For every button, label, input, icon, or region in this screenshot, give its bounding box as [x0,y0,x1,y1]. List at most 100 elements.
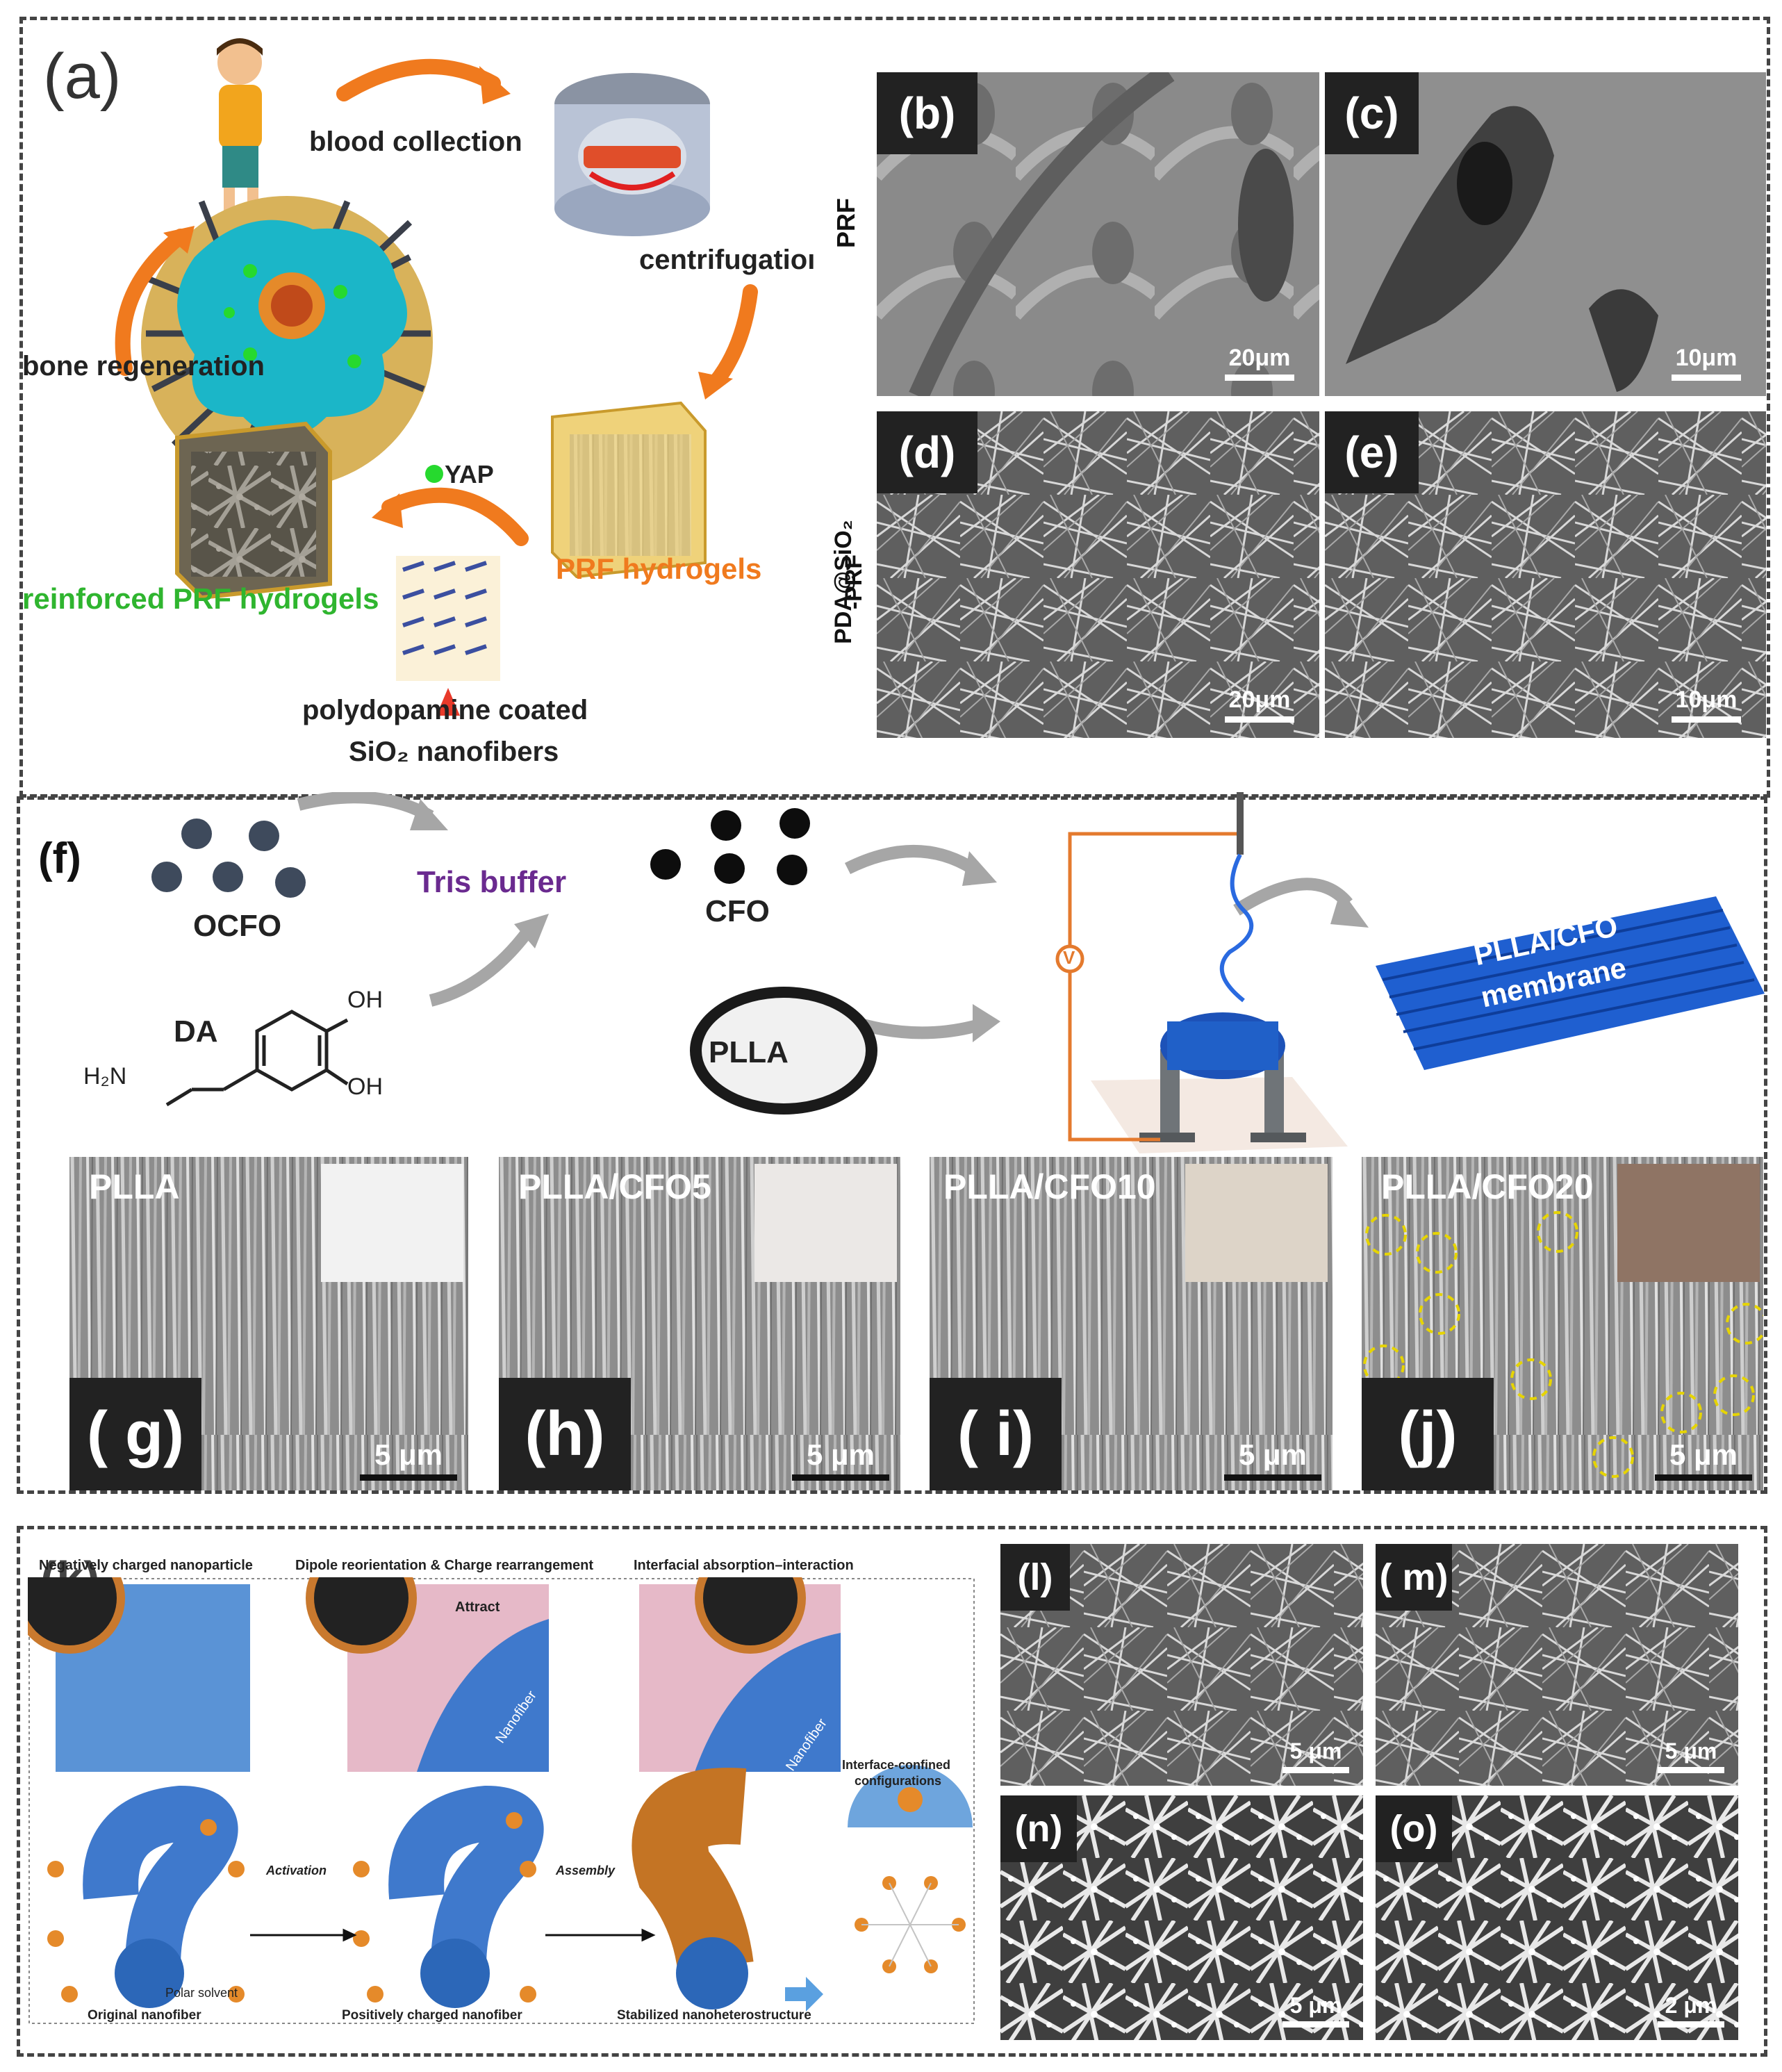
sem-image-d: (d) 20μm [877,411,1319,738]
scale-h-text: 5 μm [807,1438,875,1471]
panel-b-label: (b) [877,72,977,154]
scale-b-text: 20μm [1229,345,1291,371]
k-title-3: Interfacial absorption–interaction [634,1558,854,1574]
k-fiber-stabilized [670,1806,748,2009]
sample-name-i: PLLA/CFO10 [943,1167,1156,1207]
scale-bar-o: 2 μm [1658,1993,1724,2028]
sem-image-h: PLLA/CFO5 (h) 5 μm [499,1157,900,1490]
scale-d-text: 20μm [1229,686,1291,713]
panel-d-label: (d) [877,411,977,493]
blood-collection-label: blood collection [309,126,522,158]
k-fiber-charged [416,1814,516,2008]
row-label-prf: PRF [832,198,861,248]
scale-bar-e: 10μm [1672,686,1741,723]
sem-image-c: (c) 10μm [1325,72,1766,396]
ocfo-particles [151,819,306,898]
sample-name-h: PLLA/CFO5 [518,1167,711,1207]
electrospinning-setup [1057,792,1348,1153]
panel-m-label: ( m) [1376,1544,1452,1611]
scale-bar-g: 5 μm [360,1438,457,1481]
cfo-particles [650,808,810,885]
assembly-label: Assembly [556,1864,615,1878]
panel-j-label: (j) [1362,1378,1494,1490]
panel-g-label: ( g) [69,1378,201,1490]
oh-label-2: OH [347,1074,383,1101]
caption-stabilized: Stabilized nanoheterostructure [617,2008,811,2023]
panel-e-label: (e) [1325,411,1419,493]
scale-bar-m: 5 μm [1658,1738,1724,1773]
photo-inset-i [1185,1164,1328,1282]
k-fiber-original [110,1814,211,2008]
polydopamine-label-1: polydopamine coated [302,695,588,726]
prf-hydrogel-cube [552,403,705,577]
bone-regeneration-label: bone regeneration [22,351,265,382]
activation-label: Activation [266,1864,327,1878]
sample-name-j: PLLA/CFO20 [1381,1167,1594,1207]
scale-o-text: 2 μm [1665,1993,1717,2018]
sem-image-l: (l) 5 μm [1000,1544,1363,1786]
polar-solvent-label: Polar solvent [165,1986,238,2000]
scale-g-text: 5 μm [374,1438,443,1471]
plla-pile-label: PLLA [709,1035,789,1070]
scale-c-text: 10μm [1676,345,1738,371]
panel-i-label: ( i) [930,1378,1062,1490]
scale-e-text: 10μm [1676,686,1738,713]
panel-n-label: (n) [1000,1795,1077,1862]
sem-image-b: (b) 20μm [877,72,1319,396]
reinforced-hydrogels-label: reinforced PRF hydrogels [22,582,379,616]
k-inset-1 [28,1577,250,1772]
scale-bar-n: 5 μm [1282,1993,1349,2028]
sem-image-n: (n) 5 μm [1000,1795,1363,2040]
tris-buffer-label: Tris buffer [417,865,566,900]
reinforced-hydrogel-cube [177,424,330,598]
caption-original: Original nanofiber [88,2008,201,2023]
sample-name-g: PLLA [89,1167,180,1207]
k-inset-2 [306,1577,549,1772]
scale-bar-i: 5 μm [1224,1438,1321,1481]
panel-k-schematic [28,1577,980,2029]
interface-label-1: Interface-confined [842,1758,950,1773]
scale-i-text: 5 μm [1239,1438,1307,1471]
prf-hydrogels-label: PRF hydrogels [556,552,761,586]
panel-h-label: (h) [499,1378,631,1490]
sem-image-e: (e) 10μm [1325,411,1766,738]
oh-label-1: OH [347,987,383,1014]
row-label-pda-2: -PRF [841,554,868,609]
centrifugation-label: centrifugatioı [639,245,815,276]
k-interface-configs [848,1765,973,1973]
yap-label: YAP [445,460,494,489]
scale-bar-c: 10μm [1672,345,1741,381]
sem-image-g: PLLA ( g) 5 μm [69,1157,468,1490]
scale-bar-l: 5 μm [1282,1738,1349,1773]
attract-label: Attract [455,1600,500,1615]
scale-l-text: 5 μm [1290,1738,1342,1763]
scale-m-text: 5 μm [1665,1738,1717,1763]
sem-image-m: ( m) 5 μm [1376,1544,1738,1786]
interface-label-2: configurations [855,1774,941,1789]
photo-inset-j [1617,1164,1760,1282]
h2n-label: H₂N [83,1063,126,1090]
da-label: DA [174,1014,218,1049]
sem-image-i: PLLA/CFO10 ( i) 5 μm [930,1157,1333,1490]
cfo-label: CFO [705,894,770,929]
ocfo-label: OCFO [193,909,281,944]
nanofiber-block [396,556,500,716]
scale-bar-b: 20μm [1225,345,1294,381]
panel-o-label: (o) [1376,1795,1452,1862]
photo-inset-g [321,1164,463,1282]
scale-bar-h: 5 μm [792,1438,889,1481]
panel-l-label: (l) [1000,1544,1070,1611]
photo-inset-h [754,1164,897,1282]
scale-bar-j: 5 μm [1655,1438,1752,1481]
voltage-label: V [1063,947,1075,969]
scale-bar-d: 20μm [1225,686,1294,723]
k-title-1: Negatively charged nanoparticle [39,1558,253,1574]
panel-c-label: (c) [1325,72,1419,154]
sem-image-o: (o) 2 μm [1376,1795,1738,2040]
polydopamine-label-2: SiO₂ nanofibers [349,737,559,768]
centrifuge-image [554,73,710,236]
k-title-2: Dipole reorientation & Charge rearrangem… [295,1558,593,1574]
scale-j-text: 5 μm [1669,1438,1738,1471]
caption-charged: Positively charged nanofiber [342,2008,522,2023]
scale-n-text: 5 μm [1290,1993,1342,2018]
